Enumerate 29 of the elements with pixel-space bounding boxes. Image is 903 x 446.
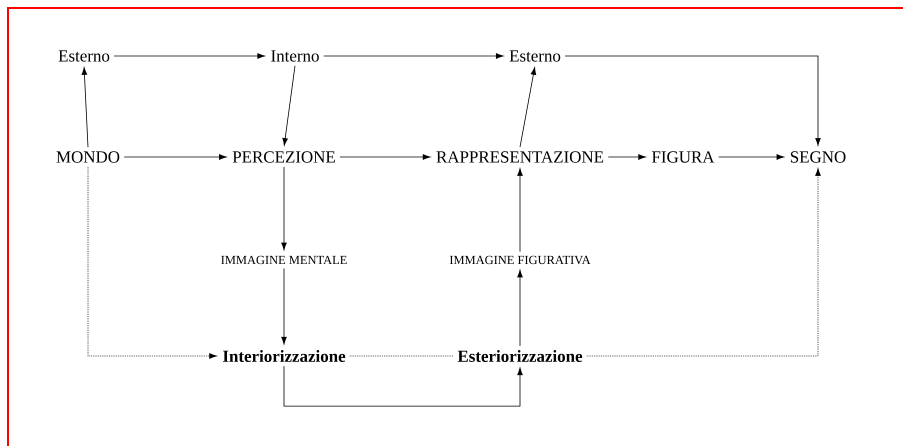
arrow (82, 67, 88, 148)
arrow (517, 168, 523, 252)
arrow (517, 270, 523, 346)
arrow (564, 56, 821, 146)
arrow (124, 154, 227, 160)
concept-label: Esterno (510, 50, 560, 62)
process-label: Esteriorizzazione (458, 350, 582, 362)
arrow (114, 53, 265, 59)
process-label: Interiorizzazione (222, 350, 346, 362)
arrow (282, 65, 296, 146)
arrow (340, 154, 430, 160)
concept-label: RAPPRESENTAZIONE (436, 151, 604, 163)
concept-label: IMMAGINE MENTALE (221, 256, 347, 264)
arrow (718, 154, 784, 160)
arrow (323, 53, 504, 59)
arrow (520, 67, 536, 148)
concept-label: Esterno (58, 50, 110, 62)
arrow (281, 268, 287, 344)
arrow (88, 166, 217, 359)
concept-label: PERCEZIONE (232, 151, 335, 163)
arrow (608, 154, 646, 160)
concept-label: FIGURA (652, 151, 714, 163)
arrow (284, 366, 523, 407)
arrow (281, 166, 287, 250)
arrow (586, 168, 821, 356)
concept-label: SEGNO (790, 151, 846, 163)
concept-label: IMMAGINE FIGURATIVA (450, 256, 591, 264)
concept-label: MONDO (56, 151, 120, 163)
concept-label: Interno (271, 50, 319, 62)
